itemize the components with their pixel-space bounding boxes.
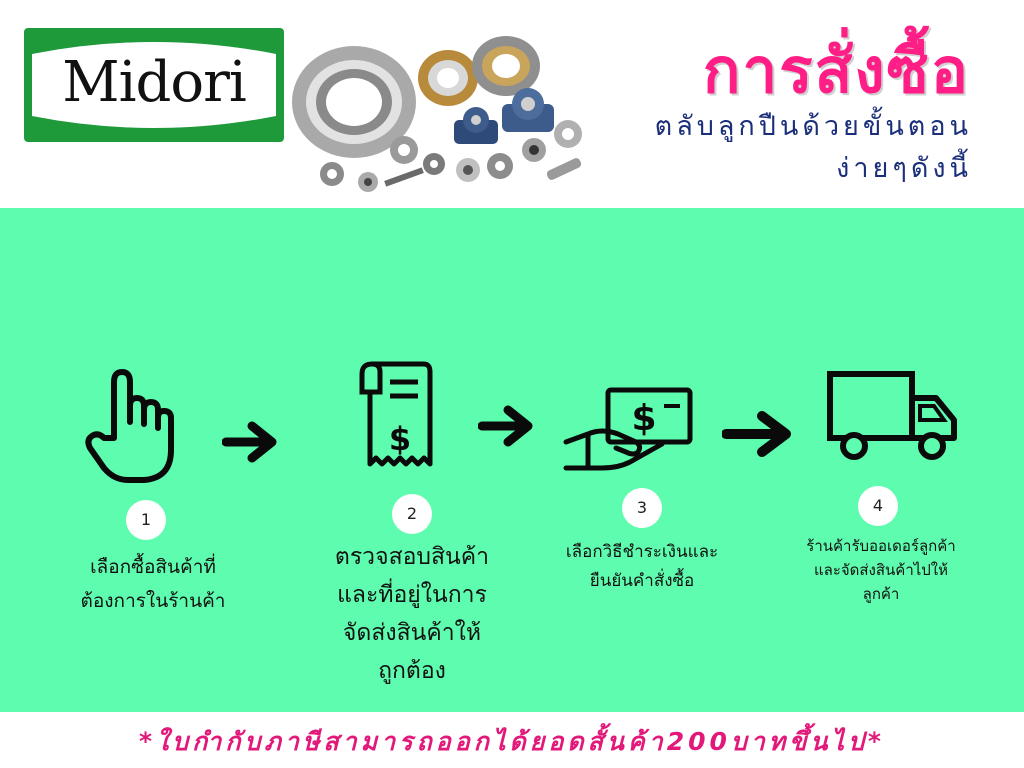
footer: *ใบกำกับภาษีสามารถออกได้ยอดสั้นค้า200บาท…	[0, 712, 1024, 768]
step-4-text: ร้านค้ารับออเดอร์ลูกค้าและจัดส่งสินค้าไป…	[806, 537, 956, 603]
svg-text:$: $	[389, 420, 411, 458]
step-number-3: 3	[622, 488, 662, 528]
tax-invoice-note: *ใบกำกับภาษีสามารถออกได้ยอดสั้นค้า200บาท…	[139, 727, 885, 756]
midori-logo: Midori	[24, 28, 284, 142]
hand-pointer-icon	[85, 369, 174, 483]
step-2-text: ตรวจสอบสินค้าและที่อยู่ในการจัดส่งสินค้า…	[334, 544, 490, 684]
step-1-text: เลือกซื้อสินค้าที่ต้องการในร้านค้า	[80, 556, 226, 612]
arrow-right-icon	[222, 421, 277, 463]
svg-text:$: $	[631, 398, 656, 439]
logo-text: Midori	[62, 50, 247, 115]
delivery-truck-icon	[827, 371, 957, 460]
subtitle-line-1: ตลับลูกปืนด้วยขั้นตอน	[654, 111, 972, 142]
steps-panel: $ $ 1 2 3 4 เลือกซื้อสินค้าที่ต้องการในร…	[0, 208, 1024, 712]
arrow-right-icon	[722, 411, 791, 457]
step-number-1: 1	[126, 500, 166, 540]
step-3-text: เลือกวิธีชำระเงินและยืนยันคำสั่งซื้อ	[565, 542, 719, 591]
step-number-4: 4	[858, 486, 898, 526]
bearings-parts-image	[292, 36, 582, 192]
logo-swoosh-icon	[32, 36, 276, 134]
header: Midori การสั่งซื้อ ตลับลู	[0, 0, 1024, 208]
hand-money-icon: $	[563, 387, 693, 471]
arrow-right-icon	[478, 405, 533, 447]
page-title: การสั่งซื้อ	[702, 34, 970, 107]
step-number-2: 2	[392, 494, 432, 534]
subtitle-line-2: ง่ายๆดังนี้	[836, 153, 972, 184]
receipt-icon: $	[359, 361, 433, 467]
